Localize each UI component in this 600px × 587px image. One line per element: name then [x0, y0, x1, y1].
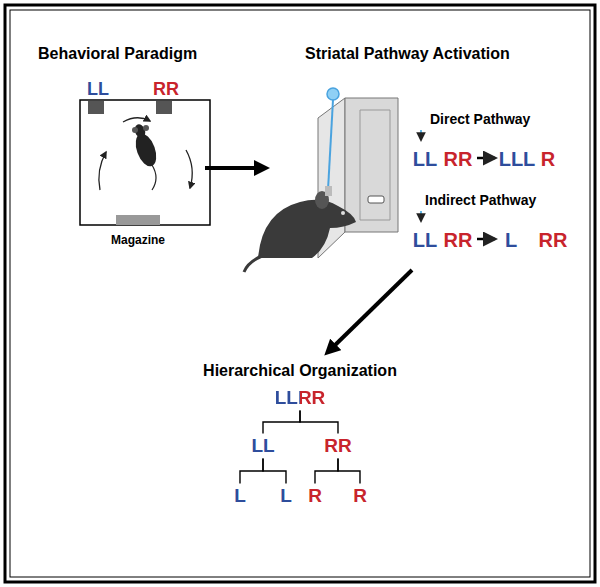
sequence-text: R [308, 485, 322, 506]
sequence-token: LLL [499, 148, 536, 170]
sequence-text: R [353, 485, 367, 506]
frame-inner [10, 10, 590, 577]
frame [5, 5, 595, 582]
sequence-text: RR [324, 435, 351, 456]
sequence-token: LL [413, 148, 437, 170]
lever-label: LL [87, 80, 109, 100]
tree-node: LLRR [272, 387, 329, 410]
tree-branch [300, 410, 338, 433]
sequence-text: L [234, 485, 246, 506]
flow-arrow [330, 270, 412, 350]
sequence-text: LLRR [275, 387, 326, 408]
arena [80, 100, 210, 225]
pathway-heading: Direct Pathway [430, 112, 530, 127]
tree-branch [338, 458, 360, 483]
sequence-text: L [280, 485, 292, 506]
panel-heading: Hierarchical Organization [203, 362, 397, 380]
sequence-token: RR [444, 148, 473, 170]
sequence-token: LL [413, 229, 437, 251]
tree-branch [263, 458, 286, 483]
sequence-text: LL [251, 435, 274, 456]
tree-node: R [305, 485, 325, 508]
tree-branch [263, 410, 300, 433]
cue-arrows [421, 130, 495, 239]
sequence-token: L [505, 229, 517, 251]
tree-branch [240, 458, 263, 483]
magazine-label: Magazine [111, 234, 165, 247]
tree-node: RR [321, 435, 354, 458]
pathway-heading: Indirect Pathway [425, 193, 536, 208]
sequence-token: RR [539, 229, 568, 251]
tree-branch [315, 458, 338, 483]
tree-node: LL [248, 435, 277, 458]
panel-heading: Behavioral Paradigm [38, 45, 197, 63]
tree-node: L [277, 485, 295, 508]
sequence-token: R [541, 148, 555, 170]
panel-heading: Striatal Pathway Activation [305, 45, 510, 63]
sequence-token: RR [444, 229, 473, 251]
operant-box [244, 88, 398, 272]
tree-node: L [231, 485, 249, 508]
flow-arrow [205, 166, 262, 170]
tree-node: R [350, 485, 370, 508]
lever-label: RR [153, 80, 179, 100]
